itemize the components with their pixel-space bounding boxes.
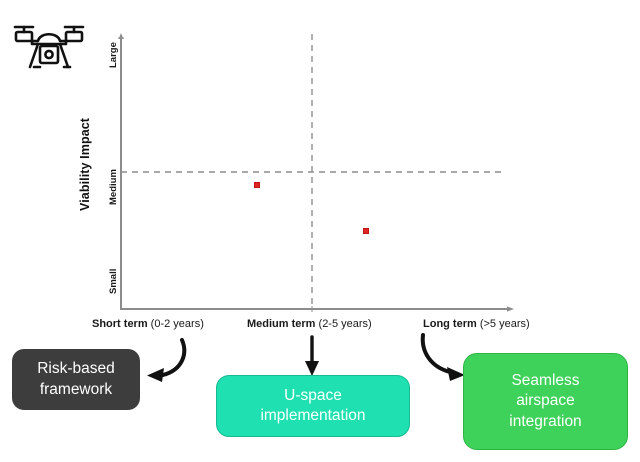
card-seamless-line2: airspace xyxy=(516,392,575,410)
straight-arrow-down-icon xyxy=(305,335,319,376)
card-seamless-line3: integration xyxy=(509,412,582,430)
y-tick-label-medium: Medium xyxy=(108,169,119,205)
card-seamless-airspace-integration-label: Seamless airspace integration xyxy=(509,371,581,432)
card-risk-line2: framework xyxy=(39,380,113,398)
card-seamless-airspace-integration[interactable]: Seamless airspace integration xyxy=(463,353,628,450)
card-risk-based-framework-label: Risk-based framework xyxy=(37,359,115,400)
curved-arrow-right-icon xyxy=(420,333,465,381)
x-tick-long-term-bold: Long term xyxy=(423,318,477,330)
card-uspace-implementation[interactable]: U-space implementation xyxy=(216,375,410,437)
card-uspace-line2: implementation xyxy=(260,407,366,424)
scatter-plot-axes xyxy=(118,33,514,312)
x-tick-label-medium-term: Medium term (2-5 years) xyxy=(247,318,372,330)
x-tick-label-long-term: Long term (>5 years) xyxy=(423,318,530,330)
card-risk-line1: Risk-based xyxy=(37,360,115,378)
card-uspace-implementation-label: U-space implementation xyxy=(260,386,365,427)
x-tick-medium-term-bold: Medium term xyxy=(247,318,316,330)
data-point-marker xyxy=(254,182,261,189)
card-risk-based-framework[interactable]: Risk-based framework xyxy=(12,349,140,410)
data-point-marker xyxy=(362,228,369,235)
curved-arrow-left-icon xyxy=(147,338,187,382)
card-uspace-line1: U-space xyxy=(284,386,342,404)
y-axis-title: Viability Impact xyxy=(78,117,92,211)
x-tick-long-term-plain: (>5 years) xyxy=(476,318,530,330)
x-tick-short-term-plain: (0-2 years) xyxy=(147,318,204,330)
x-tick-label-short-term: Short term (0-2 years) xyxy=(92,318,204,330)
drone-icon xyxy=(12,22,86,74)
x-tick-medium-term-plain: (2-5 years) xyxy=(315,318,372,330)
x-axis-arrowhead xyxy=(507,306,514,312)
x-tick-short-term-bold: Short term xyxy=(92,318,148,330)
card-seamless-line1: Seamless xyxy=(511,371,580,389)
y-tick-label-small: Small xyxy=(108,268,119,294)
y-tick-label-large: Large xyxy=(108,42,119,68)
